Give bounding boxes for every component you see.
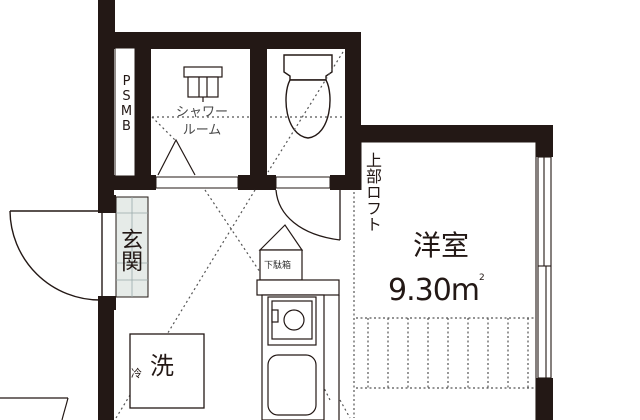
shoe-cabinet-label: 下駄箱 xyxy=(264,261,292,271)
western-room-outline xyxy=(360,141,536,190)
western-room-area: 9.30m2 xyxy=(388,273,485,308)
genkan-label: 玄関 xyxy=(117,228,143,272)
area-value: 9.30m xyxy=(388,273,480,308)
window xyxy=(535,142,552,420)
loft-dotted-lines xyxy=(353,192,536,418)
shower-door-sill xyxy=(155,176,239,189)
toilet-fixture xyxy=(283,54,333,139)
western-room-label: 洋室 xyxy=(413,229,470,262)
psmb-shaft xyxy=(114,47,136,177)
toilet-door-sill xyxy=(275,176,331,189)
toilet-dotted-lines xyxy=(267,51,345,173)
psmb-label: PSMB xyxy=(119,74,134,134)
shoe-cabinet xyxy=(258,224,304,281)
fridge-label: 冷 xyxy=(131,367,142,380)
shower-room-label-line1: シャワー xyxy=(176,105,229,120)
entrance-door xyxy=(9,210,103,301)
kitchen xyxy=(256,279,340,420)
washing-machine-label: 洗 xyxy=(150,352,174,380)
shower-fixture xyxy=(157,66,223,176)
shower-room-label: シャワー ルーム xyxy=(176,104,228,139)
loft-label: 上部ロフト xyxy=(363,152,382,232)
toilet-door xyxy=(275,189,341,241)
walls xyxy=(98,0,553,420)
exterior-fragment xyxy=(0,397,69,420)
washing-machine-space xyxy=(129,333,205,409)
genkan-tiles xyxy=(115,196,149,298)
area-unit-superscript: 2 xyxy=(479,273,485,283)
shower-room-label-line2: ルーム xyxy=(182,122,222,138)
shower-dotted-lines xyxy=(151,116,250,142)
